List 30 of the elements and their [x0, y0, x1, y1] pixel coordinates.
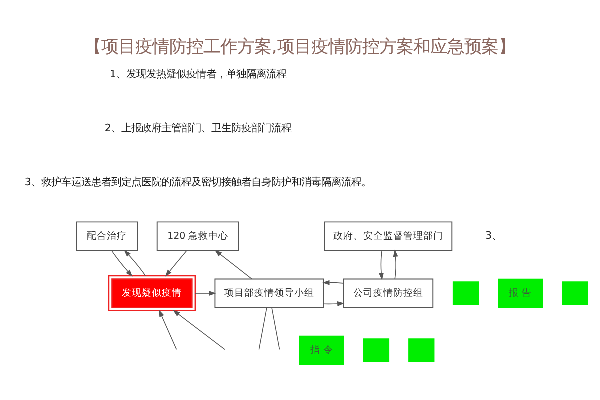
node-box: 发现疑似疫情 — [108, 275, 196, 312]
arrow — [173, 310, 226, 350]
arrow — [112, 250, 133, 277]
arrow — [159, 310, 178, 350]
label: 3、 — [485, 230, 502, 242]
connector — [272, 308, 280, 350]
node-box: 120 急救中心 — [156, 222, 240, 252]
arrow — [165, 250, 188, 277]
node-box: 报 告 — [498, 278, 544, 308]
node-box — [408, 338, 435, 362]
arrow — [124, 250, 146, 276]
node-box: 政府、安全监督管理部门 — [324, 222, 453, 252]
label: 3、救护车运送患者到定点医院的流程及密切接触者自身防护和消毒隔离流程。 — [24, 176, 372, 188]
arrow — [379, 250, 384, 280]
node-box: 指 令 — [299, 336, 344, 366]
arrow — [214, 250, 252, 280]
node-box — [562, 282, 588, 306]
label: 1、发现发热疑似疫情者，单独隔离流程 — [110, 68, 286, 80]
arrow — [323, 302, 345, 306]
node-box — [452, 282, 480, 306]
arrow — [393, 250, 398, 280]
node-box: 配合治疗 — [76, 222, 138, 252]
connector — [258, 308, 268, 350]
diagram-title: 【项目疫情防控工作方案,项目疫情防控方案和应急预案】 — [84, 37, 516, 58]
node-box — [363, 338, 390, 362]
node-box: 项目部疫情领导小组 — [214, 278, 324, 308]
label: 2、上报政府主管部门、卫生防疫部门流程 — [104, 122, 292, 134]
arrow — [322, 280, 344, 286]
node-box: 公司疫情防控组 — [343, 278, 434, 308]
arrow — [195, 291, 216, 296]
